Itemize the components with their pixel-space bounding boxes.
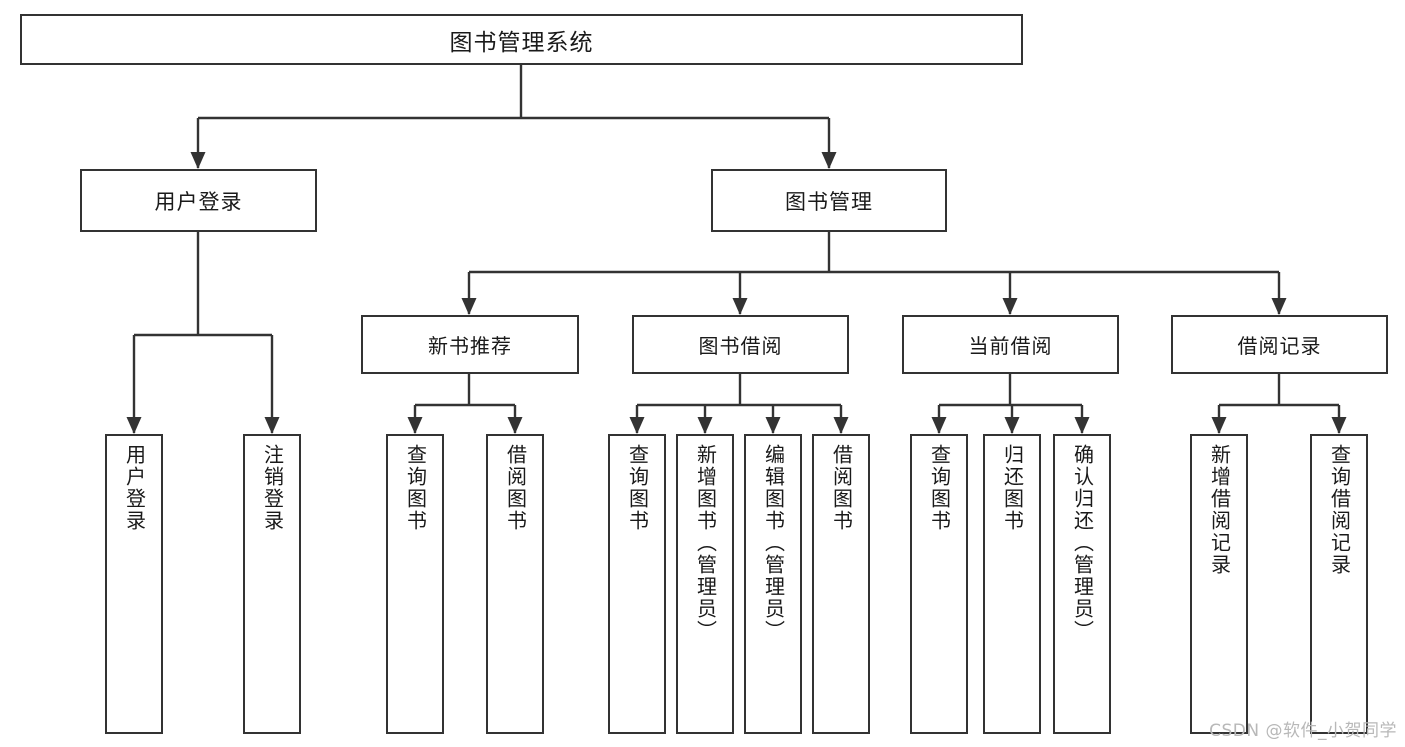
node-leaf-7-label: 借阅图书 <box>829 444 854 532</box>
node-leaf-1-label: 注销登录 <box>260 444 285 532</box>
node-leaf-11-label: 新增借阅记录 <box>1207 444 1232 576</box>
node-leaf-5[interactable]: 新增图书（管理员） <box>676 434 734 734</box>
node-leaf-0[interactable]: 用户登录 <box>105 434 163 734</box>
node-level2-1[interactable]: 图书借阅 <box>632 315 849 374</box>
node-leaf-7[interactable]: 借阅图书 <box>812 434 870 734</box>
node-leaf-12[interactable]: 查询借阅记录 <box>1310 434 1368 734</box>
node-level1-1-label: 图书管理 <box>785 189 873 214</box>
node-leaf-9[interactable]: 归还图书 <box>983 434 1041 734</box>
node-leaf-11[interactable]: 新增借阅记录 <box>1190 434 1248 734</box>
node-leaf-2-label: 查询图书 <box>403 444 428 532</box>
node-level2-0-label: 新书推荐 <box>428 334 512 358</box>
node-leaf-3[interactable]: 借阅图书 <box>486 434 544 734</box>
node-leaf-6-label: 编辑图书（管理员） <box>761 444 786 642</box>
node-leaf-2[interactable]: 查询图书 <box>386 434 444 734</box>
node-level2-2-label: 当前借阅 <box>968 334 1053 358</box>
node-leaf-6[interactable]: 编辑图书（管理员） <box>744 434 802 734</box>
node-leaf-5-label: 新增图书（管理员） <box>693 444 718 642</box>
node-root[interactable]: 图书管理系统 <box>20 14 1023 65</box>
node-level2-3[interactable]: 借阅记录 <box>1171 315 1388 374</box>
node-leaf-10[interactable]: 确认归还（管理员） <box>1053 434 1111 734</box>
node-level1-1[interactable]: 图书管理 <box>711 169 947 232</box>
node-leaf-8-label: 查询图书 <box>927 444 952 532</box>
node-level2-3-label: 借阅记录 <box>1237 334 1322 358</box>
node-leaf-4[interactable]: 查询图书 <box>608 434 666 734</box>
node-leaf-8[interactable]: 查询图书 <box>910 434 968 734</box>
node-leaf-9-label: 归还图书 <box>1000 444 1025 532</box>
node-leaf-0-label: 用户登录 <box>122 444 147 532</box>
node-leaf-10-label: 确认归还（管理员） <box>1070 444 1095 642</box>
node-level1-0[interactable]: 用户登录 <box>80 169 317 232</box>
node-level2-2[interactable]: 当前借阅 <box>902 315 1119 374</box>
node-level2-0[interactable]: 新书推荐 <box>361 315 579 374</box>
node-leaf-1[interactable]: 注销登录 <box>243 434 301 734</box>
node-level2-1-label: 图书借阅 <box>698 334 783 358</box>
node-root-label: 图书管理系统 <box>449 29 594 56</box>
node-leaf-12-label: 查询借阅记录 <box>1327 444 1352 576</box>
node-level1-0-label: 用户登录 <box>154 189 243 214</box>
node-leaf-4-label: 查询图书 <box>625 444 650 532</box>
node-leaf-3-label: 借阅图书 <box>503 444 528 532</box>
